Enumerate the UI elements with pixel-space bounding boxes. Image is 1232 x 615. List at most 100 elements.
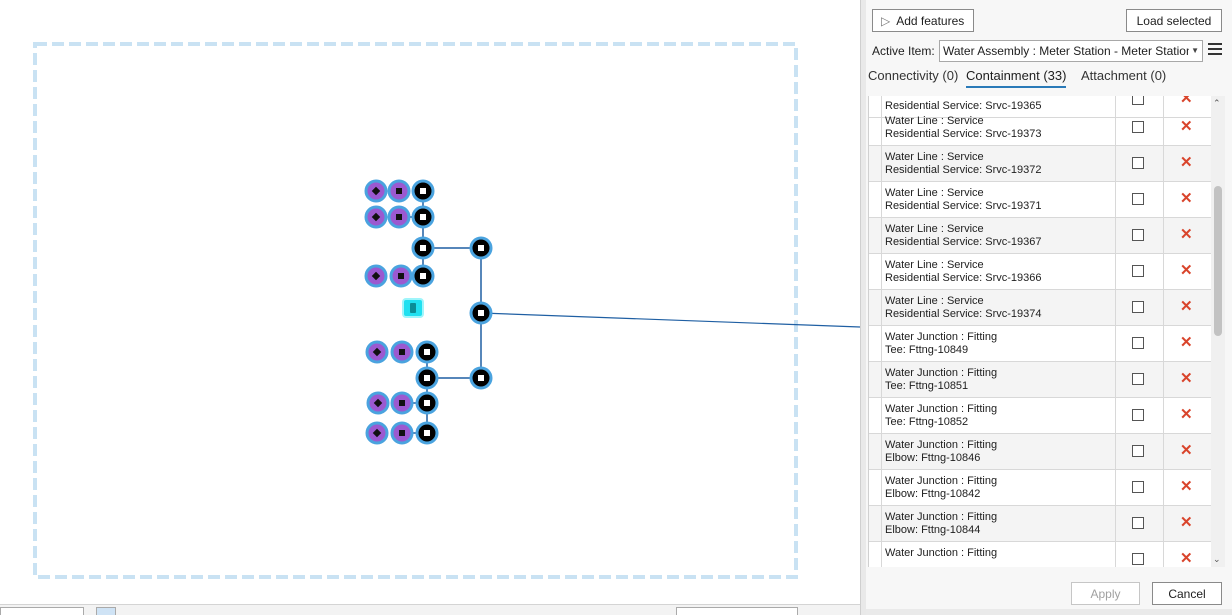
containment-list[interactable]: Residential Service: Srvc-19365 ✕ Water …	[868, 96, 1212, 567]
scale-input[interactable]	[0, 607, 84, 615]
meter-node-icon[interactable]	[390, 421, 414, 445]
close-x-icon[interactable]: ✕	[1180, 298, 1193, 315]
row-checkbox[interactable]	[1132, 337, 1144, 349]
row-checkbox[interactable]	[1132, 445, 1144, 457]
junction-node-icon[interactable]	[415, 391, 439, 415]
row-feature: Residential Service: Srvc-19371	[885, 200, 1042, 212]
table-row[interactable]: Water Junction : Fitting Elbow: Fttng-10…	[869, 506, 1212, 542]
close-x-icon[interactable]: ✕	[1180, 370, 1193, 387]
tab-containment[interactable]: Containment (33)	[966, 68, 1067, 88]
table-row[interactable]: Water Junction : Fitting Tee: Fttng-1084…	[869, 326, 1212, 362]
table-row[interactable]: Water Line : Service Residential Service…	[869, 290, 1212, 326]
row-checkbox[interactable]	[1132, 517, 1144, 529]
row-checkbox[interactable]	[1132, 409, 1144, 421]
junction-node-icon[interactable]	[469, 301, 493, 325]
junction-node-icon[interactable]	[411, 179, 435, 203]
row-checkbox[interactable]	[1132, 229, 1144, 241]
load-selected-button[interactable]: Load selected	[1126, 9, 1222, 32]
row-checkbox[interactable]	[1132, 193, 1144, 205]
diagram-canvas[interactable]	[0, 0, 860, 615]
row-checkbox[interactable]	[1132, 121, 1144, 133]
row-checkbox[interactable]	[1132, 481, 1144, 493]
modify-associations-pane: ▷ Add features Load selected Active Item…	[866, 0, 1232, 615]
row-feature: Residential Service: Srvc-19365	[885, 100, 1042, 112]
close-x-icon[interactable]: ✕	[1180, 550, 1193, 567]
tab-connectivity[interactable]: Connectivity (0)	[868, 68, 959, 83]
valve-node-icon[interactable]	[364, 264, 388, 288]
row-feature: Elbow: Fttng-10844	[885, 524, 981, 536]
pane-splitter[interactable]	[860, 0, 866, 615]
scroll-thumb[interactable]	[1214, 186, 1222, 336]
list-scrollbar[interactable]: ⌃ ⌄	[1211, 96, 1225, 567]
active-item-dropdown[interactable]: Water Assembly : Meter Station - Meter S…	[939, 40, 1203, 62]
assembly-connection-line[interactable]	[480, 312, 860, 328]
add-features-label: Add features	[896, 13, 965, 28]
valve-node-icon[interactable]	[365, 421, 389, 445]
meter-node-icon[interactable]	[390, 391, 414, 415]
row-checkbox[interactable]	[1132, 96, 1144, 105]
row-checkbox[interactable]	[1132, 553, 1144, 565]
junction-node-icon[interactable]	[411, 264, 435, 288]
junction-node-icon[interactable]	[415, 366, 439, 390]
meter-node-icon[interactable]	[387, 205, 411, 229]
close-x-icon[interactable]: ✕	[1180, 334, 1193, 351]
junction-node-icon[interactable]	[415, 421, 439, 445]
close-x-icon[interactable]: ✕	[1180, 478, 1193, 495]
table-row[interactable]: Water Junction : Fitting Tee: Fttng-1085…	[869, 398, 1212, 434]
close-x-icon[interactable]: ✕	[1180, 406, 1193, 423]
table-row[interactable]: Residential Service: Srvc-19365 ✕	[869, 96, 1212, 118]
table-row[interactable]: Water Line : Service Residential Service…	[869, 110, 1212, 146]
row-checkbox[interactable]	[1132, 373, 1144, 385]
table-row[interactable]: Water Line : Service Residential Service…	[869, 182, 1212, 218]
row-checkbox[interactable]	[1132, 157, 1144, 169]
row-feature: Tee: Fttng-10852	[885, 416, 969, 428]
chevron-down-icon[interactable]: ⌄	[1213, 554, 1221, 564]
table-row[interactable]: Water Junction : Fitting ✕	[869, 542, 1212, 567]
hamburger-menu-icon[interactable]	[1208, 43, 1222, 57]
row-type: Water Line : Service	[885, 151, 984, 163]
assembly-boundary[interactable]	[33, 42, 798, 579]
close-x-icon[interactable]: ✕	[1180, 118, 1193, 135]
junction-node-icon[interactable]	[415, 340, 439, 364]
valve-node-icon[interactable]	[366, 391, 390, 415]
table-row[interactable]: Water Junction : Fitting Tee: Fttng-1085…	[869, 362, 1212, 398]
close-x-icon[interactable]: ✕	[1180, 190, 1193, 207]
valve-node-icon[interactable]	[365, 340, 389, 364]
map-view[interactable]	[0, 0, 860, 615]
close-x-icon[interactable]: ✕	[1180, 514, 1193, 531]
valve-node-icon[interactable]	[364, 179, 388, 203]
row-feature: Elbow: Fttng-10846	[885, 452, 981, 464]
row-feature: Elbow: Fttng-10842	[885, 488, 981, 500]
table-row[interactable]: Water Junction : Fitting Elbow: Fttng-10…	[869, 470, 1212, 506]
add-features-button[interactable]: ▷ Add features	[872, 9, 974, 32]
junction-node-icon[interactable]	[411, 205, 435, 229]
chevron-up-icon[interactable]: ⌃	[1213, 98, 1221, 108]
close-x-icon[interactable]: ✕	[1180, 96, 1193, 107]
valve-node-icon[interactable]	[364, 205, 388, 229]
close-x-icon[interactable]: ✕	[1180, 442, 1193, 459]
row-checkbox[interactable]	[1132, 265, 1144, 277]
layout-view-button[interactable]	[96, 607, 116, 615]
junction-node-icon[interactable]	[469, 236, 493, 260]
apply-button[interactable]: Apply	[1071, 582, 1140, 605]
table-row[interactable]: Water Line : Service Residential Service…	[869, 254, 1212, 290]
selected-feature-marker[interactable]	[402, 298, 424, 318]
diagram-nodes	[364, 179, 493, 445]
table-row[interactable]: Water Junction : Fitting Elbow: Fttng-10…	[869, 434, 1212, 470]
close-x-icon[interactable]: ✕	[1180, 226, 1193, 243]
tab-attachment[interactable]: Attachment (0)	[1081, 68, 1167, 83]
row-feature: Residential Service: Srvc-19373	[885, 128, 1042, 140]
table-row[interactable]: Water Line : Service Residential Service…	[869, 146, 1212, 182]
close-x-icon[interactable]: ✕	[1180, 154, 1193, 171]
meter-node-icon[interactable]	[390, 340, 414, 364]
meter-node-icon[interactable]	[387, 179, 411, 203]
row-checkbox[interactable]	[1132, 301, 1144, 313]
cancel-button[interactable]: Cancel	[1152, 582, 1222, 605]
junction-node-icon[interactable]	[411, 236, 435, 260]
junction-node-icon[interactable]	[469, 366, 493, 390]
row-type: Water Junction : Fitting	[885, 439, 998, 451]
meter-node-icon[interactable]	[389, 264, 413, 288]
load-selected-label: Load selected	[1136, 13, 1212, 28]
table-row[interactable]: Water Line : Service Residential Service…	[869, 218, 1212, 254]
close-x-icon[interactable]: ✕	[1180, 262, 1193, 279]
